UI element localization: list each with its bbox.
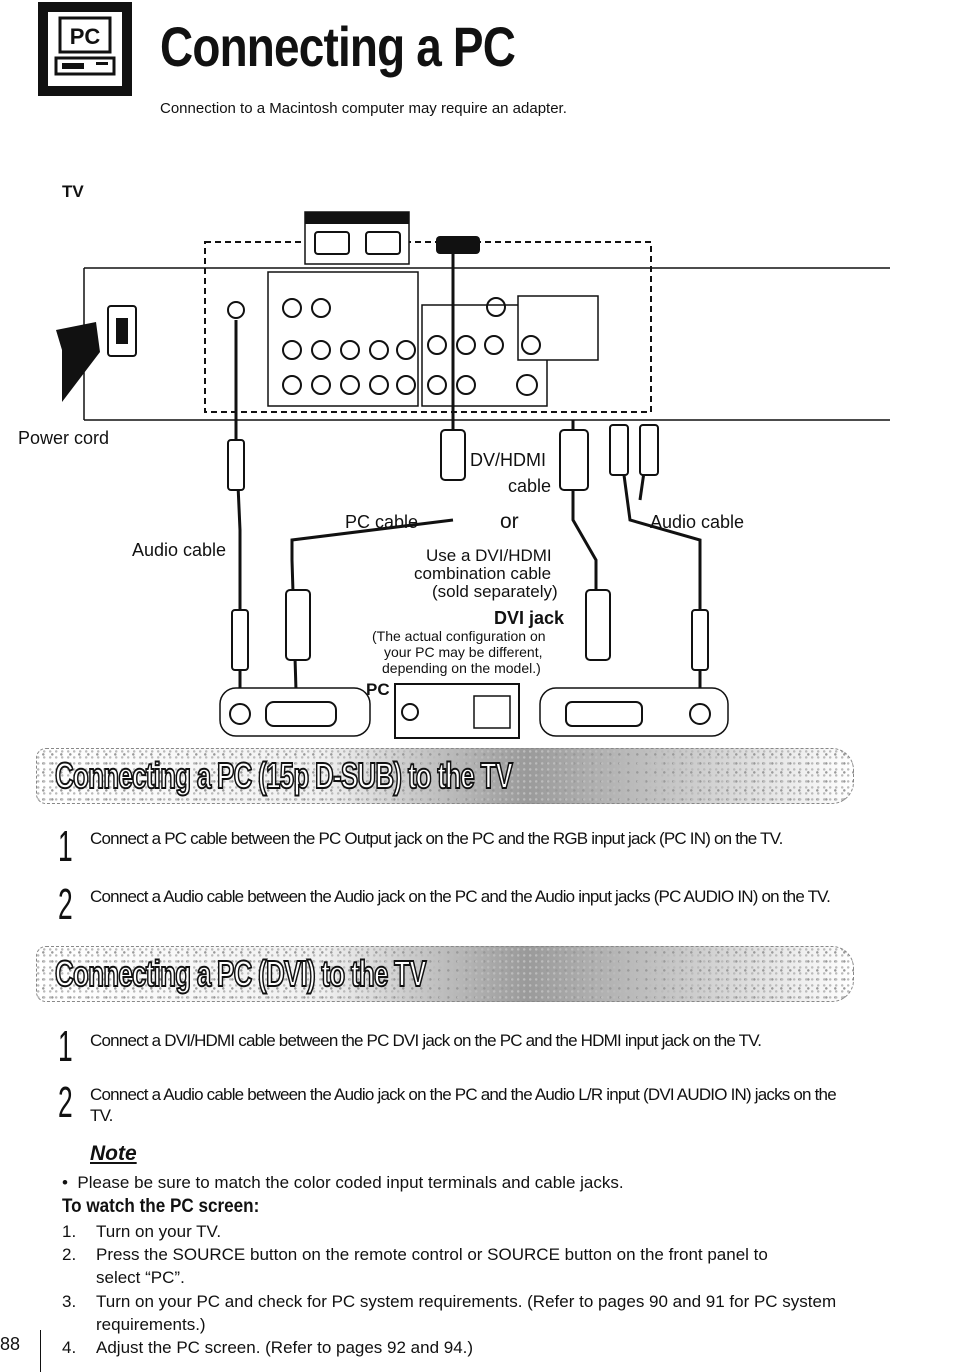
watch-title: To watch the PC screen: — [62, 1196, 260, 1217]
list-number: 4. — [62, 1338, 77, 1357]
step-number: 1 — [58, 1022, 73, 1071]
combo-cable-line3: (sold separately) — [432, 582, 558, 601]
dvi-hdmi-cable-label-line1: DV/HDMI — [470, 450, 546, 470]
connection-diagram: Power cord DV/HDMI cable PC cable or Aud… — [0, 200, 976, 740]
page-subtitle: Connection to a Macintosh computer may r… — [160, 100, 567, 117]
list-text: Press the SOURCE button on the remote co… — [96, 1245, 768, 1287]
step-text: Connect a PC cable between the PC Output… — [90, 829, 783, 848]
step-number: 1 — [58, 822, 73, 871]
config-note-line2: your PC may be different, — [384, 644, 543, 660]
config-note-line3: depending on the model.) — [382, 660, 541, 676]
step-number: 2 — [58, 880, 73, 929]
config-note-line1: (The actual configuration on — [372, 628, 546, 644]
dvi-jack-label: DVI jack — [494, 608, 565, 628]
list-number: 3. — [62, 1292, 77, 1311]
step-text: Connect a DVI/HDMI cable between the PC … — [90, 1031, 762, 1050]
step-text: Connect a Audio cable between the Audio … — [90, 887, 831, 906]
audio-cable-right-label: Audio cable — [650, 512, 745, 532]
list-number: 2. — [62, 1245, 77, 1264]
power-cord-label: Power cord — [18, 428, 110, 448]
pc-cable-label: PC cable — [345, 512, 419, 532]
step-number: 2 — [58, 1078, 73, 1127]
pc-badge: PC — [38, 2, 132, 96]
note-item-text: Please be sure to match the color coded … — [77, 1173, 624, 1192]
page-rule — [40, 1330, 41, 1372]
combo-cable-line2: combination cable — [414, 564, 552, 583]
list-text: Adjust the PC screen. (Refer to pages 92… — [96, 1338, 474, 1357]
bullet: • — [62, 1173, 78, 1192]
list-text: Turn on your TV. — [96, 1222, 222, 1241]
note-title: Note — [90, 1142, 137, 1165]
diagram-illustration — [56, 211, 890, 739]
pc-label: PC — [366, 680, 390, 699]
step-text: Connect a Audio cable between the Audio … — [90, 1085, 837, 1125]
or-label: or — [500, 510, 519, 533]
section-title-dsub: Connecting a PC (15p D-SUB) to the TV — [54, 754, 513, 797]
page-number: 88 — [0, 1334, 21, 1354]
tv-label: TV — [62, 182, 84, 201]
audio-cable-left-label: Audio cable — [132, 540, 227, 560]
note-item: • Please be sure to match the color code… — [62, 1173, 624, 1193]
page-title: Connecting a PC — [160, 15, 516, 78]
dvi-hdmi-cable-label-line2: cable — [508, 476, 552, 496]
section-banner-dvi: Connecting a PC (DVI) to the TV — [36, 946, 854, 1002]
section-title-dvi: Connecting a PC (DVI) to the TV — [54, 952, 427, 995]
section-banner-dsub: Connecting a PC (15p D-SUB) to the TV — [36, 748, 854, 804]
list-number: 1. — [62, 1222, 77, 1241]
combo-cable-line1: Use a DVI/HDMI — [426, 546, 552, 565]
list-text: Turn on your PC and check for PC system … — [96, 1292, 837, 1334]
svg-text:PC: PC — [70, 24, 101, 49]
pc-monitor-icon: PC — [54, 16, 116, 76]
